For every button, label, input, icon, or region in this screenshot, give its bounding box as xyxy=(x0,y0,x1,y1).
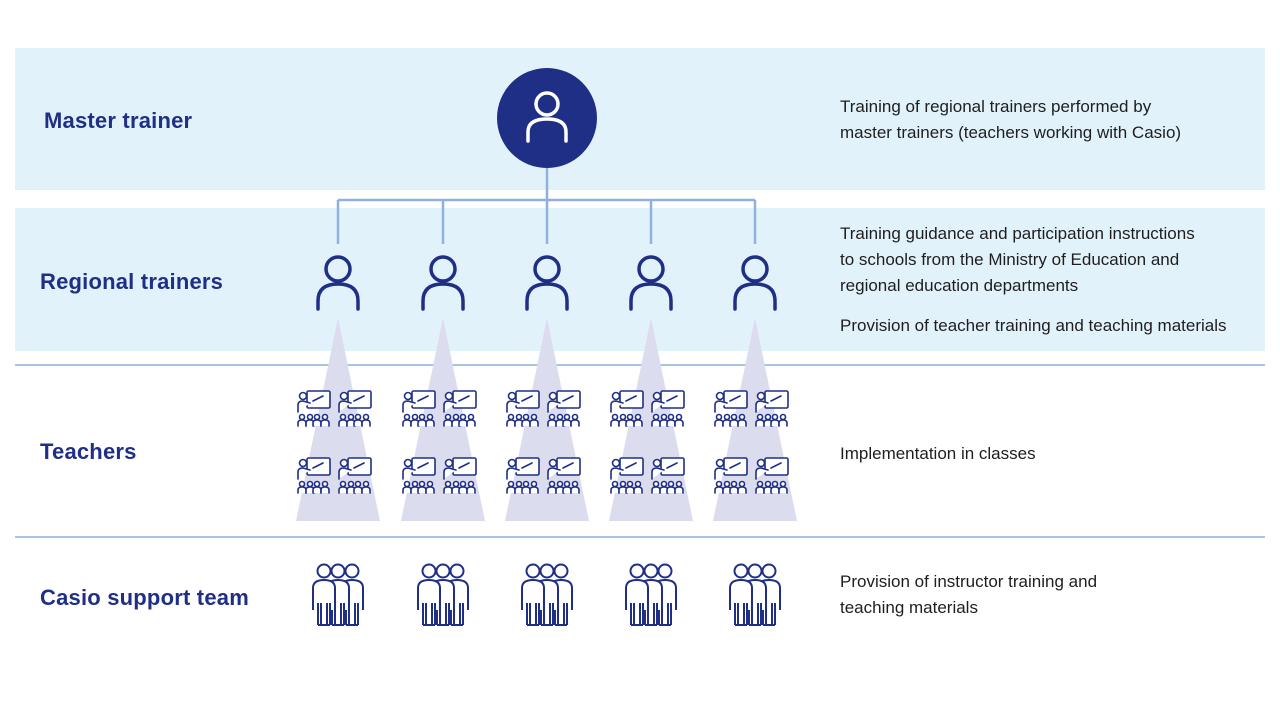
person-icon xyxy=(526,91,568,143)
classroom-icon xyxy=(714,390,748,427)
classroom-icon xyxy=(547,457,581,494)
classroom-icon xyxy=(338,390,372,427)
org-connector-lines xyxy=(336,168,757,244)
person-icon xyxy=(316,255,360,311)
classroom-icon xyxy=(443,390,477,427)
regional-trainers-description: Training guidance and participation inst… xyxy=(840,221,1227,339)
team-icon xyxy=(729,563,781,626)
description-line: Training of regional trainers performed … xyxy=(840,97,1152,116)
description-line: teaching materials xyxy=(840,598,978,617)
master-trainer-band xyxy=(15,48,1265,190)
description-line: Training guidance and participation inst… xyxy=(840,224,1195,243)
classroom-icon xyxy=(402,390,436,427)
classroom-icon xyxy=(297,390,331,427)
classroom-icon xyxy=(402,457,436,494)
team-icon xyxy=(521,563,573,626)
classroom-icon xyxy=(755,457,789,494)
teachers-top-divider xyxy=(15,364,1265,366)
master-trainer-description: Training of regional trainers performed … xyxy=(840,94,1181,146)
master-trainer-label: Master trainer xyxy=(44,108,193,133)
master-trainer-node xyxy=(497,68,597,168)
classroom-icon xyxy=(755,390,789,427)
classroom-icon xyxy=(506,390,540,427)
description-line: Provision of teacher training and teachi… xyxy=(840,316,1227,335)
support-top-divider xyxy=(15,536,1265,538)
team-icon xyxy=(417,563,469,626)
person-icon xyxy=(733,255,777,311)
regional-trainer-nodes xyxy=(316,255,777,311)
person-icon xyxy=(525,255,569,311)
classroom-icon xyxy=(714,457,748,494)
classroom-icon xyxy=(443,457,477,494)
support-team-groups xyxy=(312,563,781,626)
classroom-icon xyxy=(610,457,644,494)
regional-trainers-label: Regional trainers xyxy=(40,269,224,294)
classroom-icon xyxy=(610,390,644,427)
classroom-icon xyxy=(338,457,372,494)
casio-support-team-description: Provision of instructor training and tea… xyxy=(840,569,1097,621)
team-icon xyxy=(312,563,364,626)
team-icon xyxy=(625,563,677,626)
description-line: Provision of instructor training and xyxy=(840,572,1098,591)
description-line: regional education departments xyxy=(840,276,1079,295)
classroom-icon xyxy=(651,390,685,427)
person-icon xyxy=(629,255,673,311)
person-icon xyxy=(421,255,465,311)
classroom-icon xyxy=(547,390,581,427)
classroom-icon xyxy=(506,457,540,494)
description-line: master trainers (teachers working with C… xyxy=(840,123,1182,142)
classroom-icon xyxy=(297,457,331,494)
description-line: to schools from the Ministry of Educatio… xyxy=(840,250,1180,269)
classroom-icon xyxy=(651,457,685,494)
teacher-classroom-groups xyxy=(297,390,789,494)
teachers-description: Implementation in classes xyxy=(840,444,1036,463)
teachers-label: Teachers xyxy=(40,439,137,464)
casio-support-team-label: Casio support team xyxy=(40,585,249,610)
regional-trainers-band xyxy=(15,208,1265,351)
